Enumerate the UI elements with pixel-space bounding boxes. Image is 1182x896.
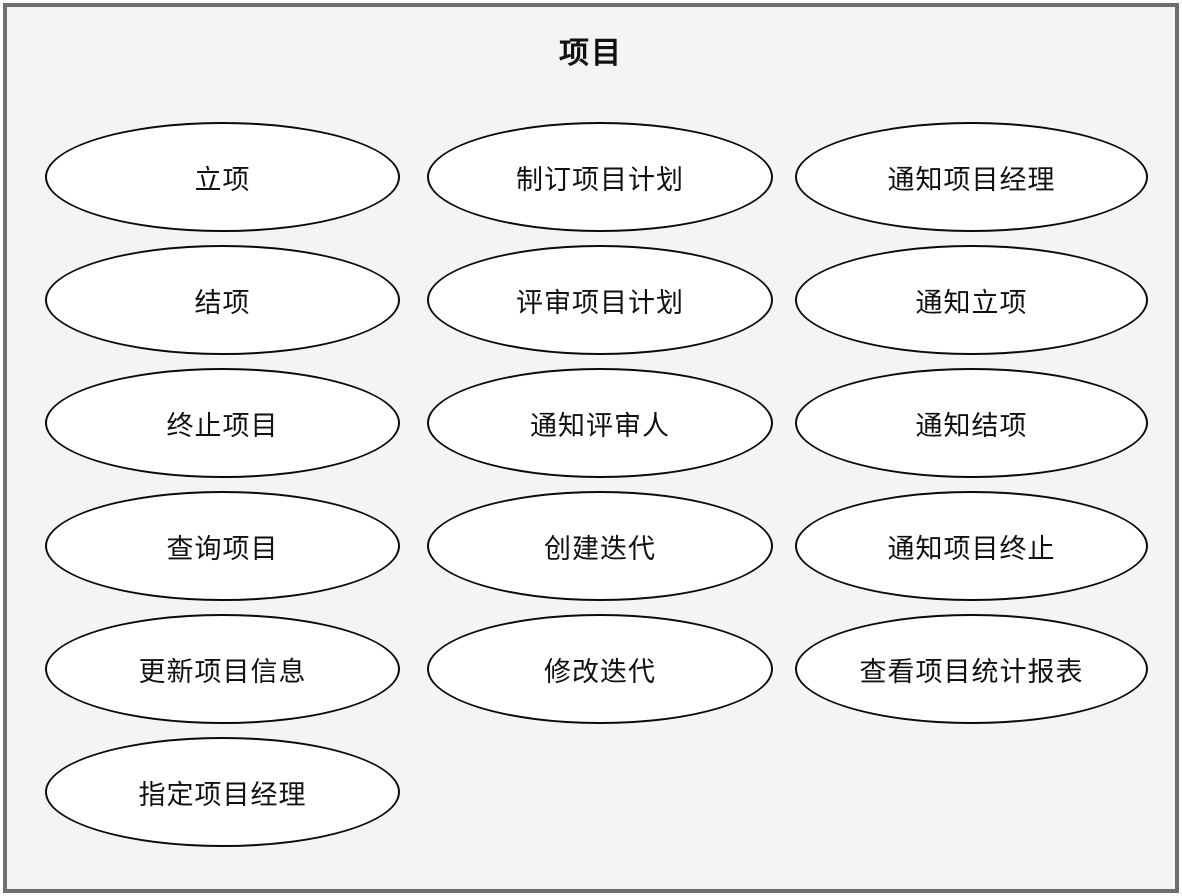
usecase-assign-project-manager: 指定项目经理 (45, 737, 400, 847)
usecase-notify-termination: 通知项目终止 (795, 491, 1148, 601)
usecase-notify-project-manager: 通知项目经理 (795, 122, 1148, 232)
usecase-initiate-project: 立项 (45, 122, 400, 232)
usecase-notify-closure: 通知结项 (795, 368, 1148, 478)
usecase-notify-initiation: 通知立项 (795, 245, 1148, 355)
system-title: 项目 (559, 37, 623, 70)
usecase-label: 评审项目计划 (516, 287, 684, 318)
usecase-label: 查看项目统计报表 (859, 656, 1084, 687)
usecase-label: 创建迭代 (544, 533, 656, 564)
usecase-label: 结项 (194, 287, 251, 318)
usecase-label: 更新项目信息 (138, 656, 307, 687)
usecase-create-iteration: 创建迭代 (427, 491, 773, 601)
usecase-label: 通知项目终止 (887, 533, 1056, 564)
usecase-label: 通知立项 (915, 287, 1028, 318)
usecase-close-project: 结项 (45, 245, 400, 355)
usecase-review-project-plan: 评审项目计划 (427, 245, 773, 355)
usecase-label: 通知评审人 (530, 410, 670, 441)
usecase-label: 立项 (194, 164, 251, 195)
usecase-label: 修改迭代 (544, 656, 656, 687)
usecase-query-project: 查询项目 (45, 491, 400, 601)
usecase-view-project-stats-report: 查看项目统计报表 (795, 614, 1148, 724)
usecase-label: 通知结项 (915, 410, 1028, 441)
usecase-label: 制订项目计划 (516, 164, 684, 195)
usecase-label: 终止项目 (166, 410, 279, 441)
usecase-update-project-info: 更新项目信息 (45, 614, 400, 724)
system-boundary: 项目 立项 制订项目计划 通知项目经理 结项 评审项目计划 通知立项 终止项目 … (3, 3, 1179, 893)
usecase-create-project-plan: 制订项目计划 (427, 122, 773, 232)
usecase-label: 查询项目 (166, 533, 279, 564)
usecase-notify-reviewers: 通知评审人 (427, 368, 773, 478)
usecase-label: 通知项目经理 (887, 164, 1056, 195)
usecase-terminate-project: 终止项目 (45, 368, 400, 478)
usecase-label: 指定项目经理 (138, 779, 307, 810)
usecase-modify-iteration: 修改迭代 (427, 614, 773, 724)
